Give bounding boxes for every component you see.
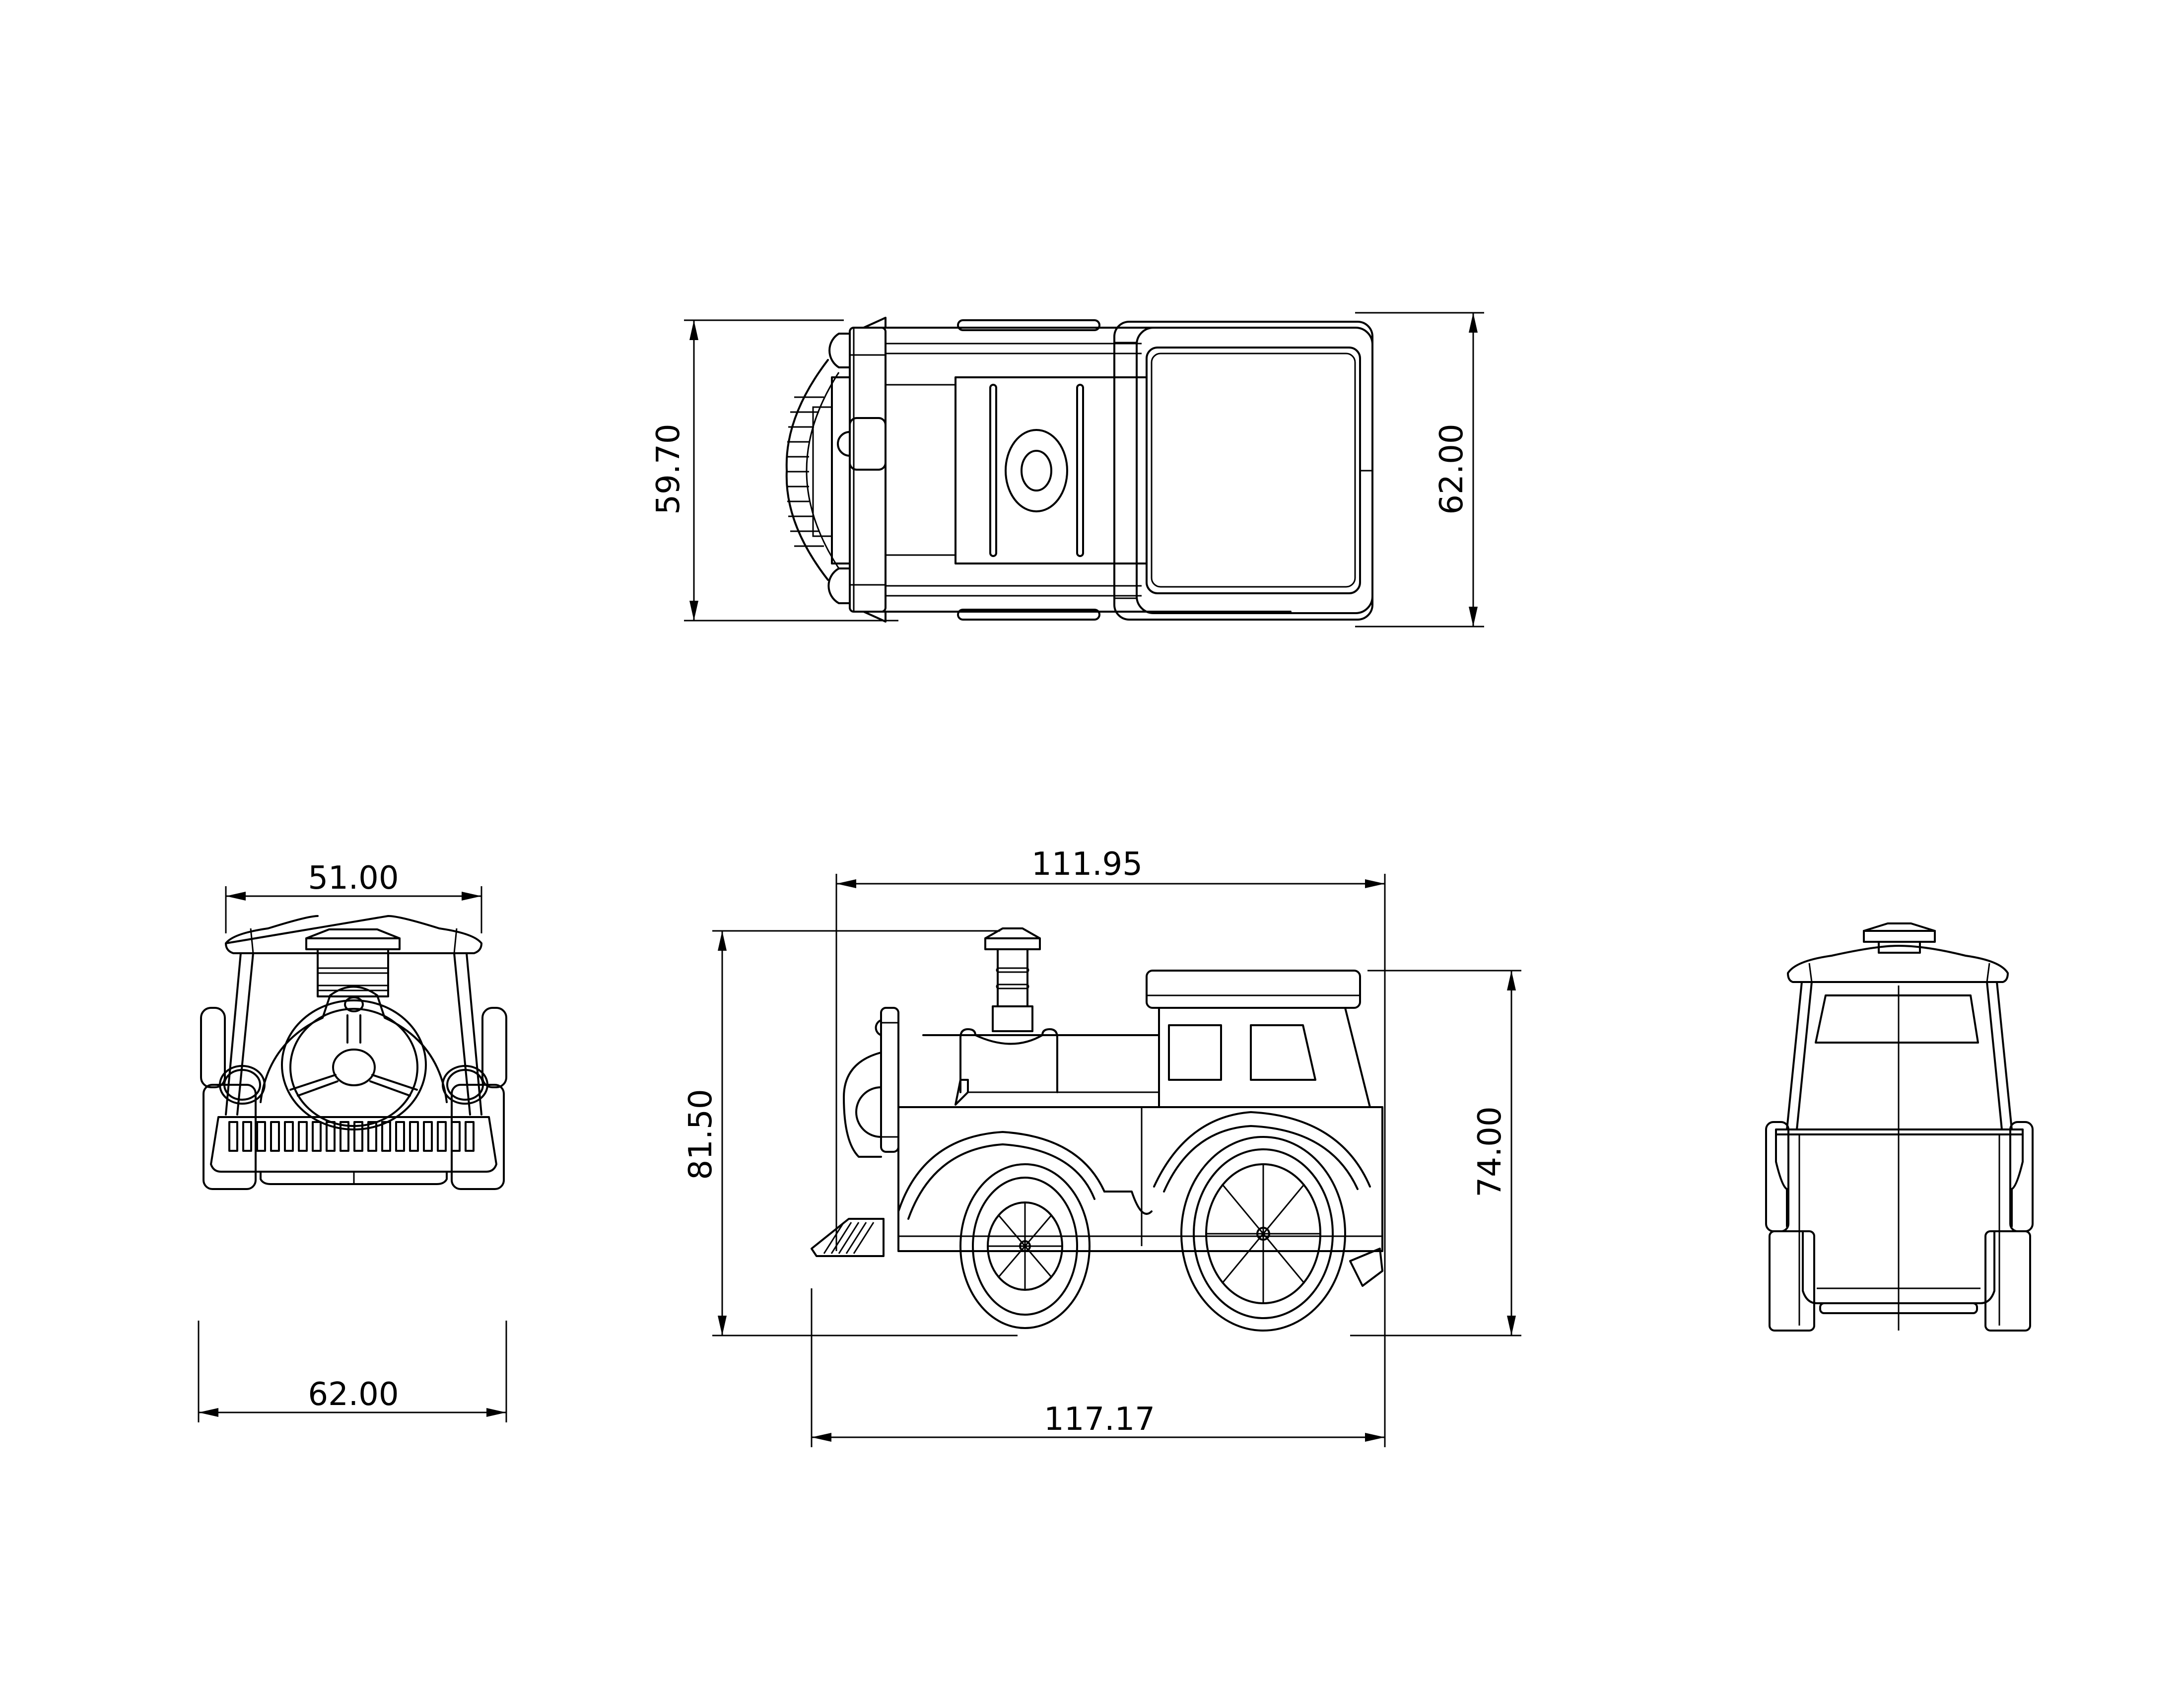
top-view: 59.70 62.00: [650, 312, 1484, 628]
dimension-label: 59.70: [650, 423, 687, 514]
dimension-59-70: 59.70: [650, 319, 898, 622]
dimension-label: 74.00: [1472, 1106, 1508, 1197]
pilot-teeth: [228, 1121, 475, 1152]
dimension-label: 62.00: [1433, 423, 1470, 514]
dimension-label: 117.17: [1044, 1401, 1155, 1438]
dimension-111-95: 111.95: [835, 846, 1386, 1447]
dimension-51-00: 51.00: [225, 860, 482, 933]
dimension-label: 51.00: [308, 860, 399, 897]
dimension-117-17: 117.17: [811, 1288, 1385, 1447]
front-view: 51.00 62.00: [198, 860, 507, 1422]
dimension-label: 81.50: [682, 1089, 719, 1180]
dimension-81-50: 81.50: [682, 930, 1018, 1336]
side-view: 111.95 81.50 74.00 117.17: [682, 846, 1521, 1447]
side-front-wheel: [959, 1163, 1091, 1329]
dimension-62-00-top: 62.00: [1355, 312, 1484, 628]
dimension-62-00-front: 62.00: [198, 1321, 507, 1422]
dimension-label: 62.00: [308, 1376, 399, 1413]
dimension-74-00: 74.00: [1350, 970, 1521, 1336]
dimension-label: 111.95: [1031, 846, 1143, 883]
rear-view: [1765, 922, 2034, 1332]
side-rear-wheel: [1180, 1136, 1346, 1332]
